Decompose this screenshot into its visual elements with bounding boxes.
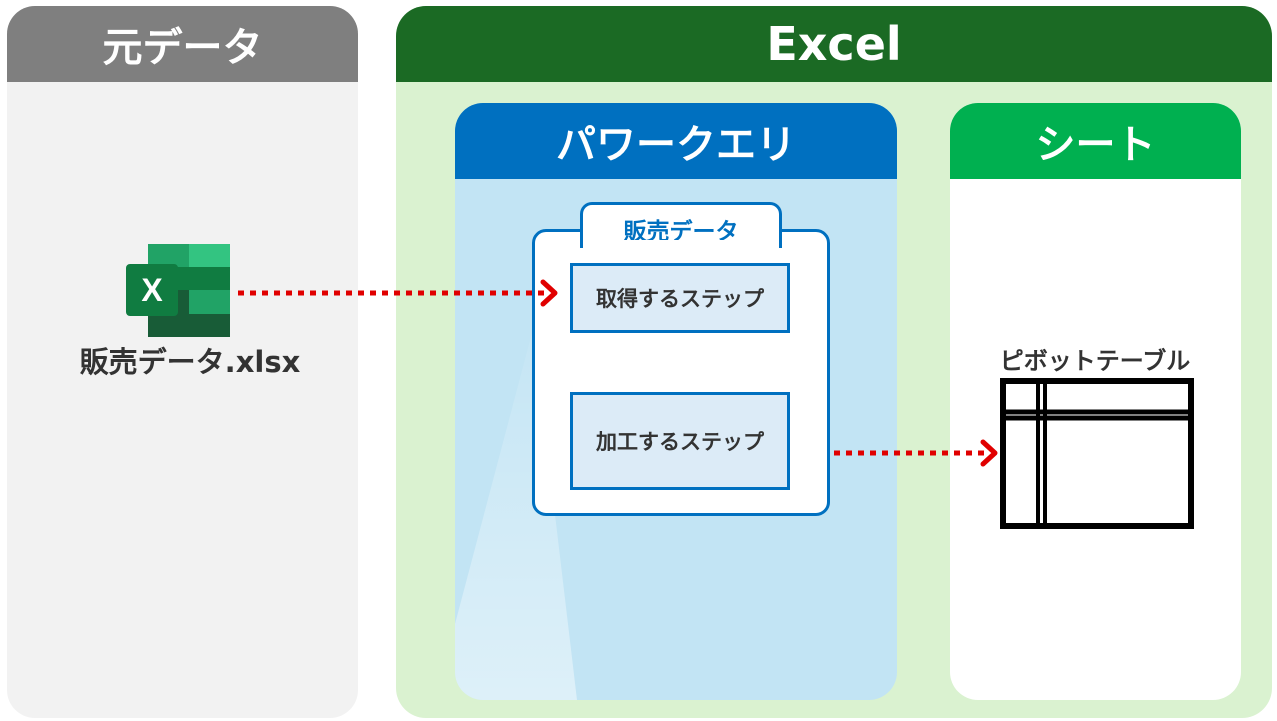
step-process: 加工するステップ: [570, 392, 790, 490]
power-query-shading: [455, 329, 577, 700]
pivot-table-label: ピボットテーブル: [999, 346, 1191, 375]
pivot-table-icon: [1000, 378, 1194, 529]
query-tab-join: [583, 240, 779, 250]
excel-icon-letter: X: [141, 272, 163, 308]
source-data-panel: 元データ: [7, 6, 358, 718]
power-query-header: パワークエリ: [455, 103, 897, 179]
excel-header: Excel: [396, 6, 1272, 82]
step-get: 取得するステップ: [570, 263, 790, 333]
sheet-header: シート: [950, 103, 1241, 179]
excel-file-icon: X: [126, 244, 230, 337]
source-file-name: 販売データ.xlsx: [79, 345, 301, 379]
source-data-header: 元データ: [7, 6, 358, 82]
